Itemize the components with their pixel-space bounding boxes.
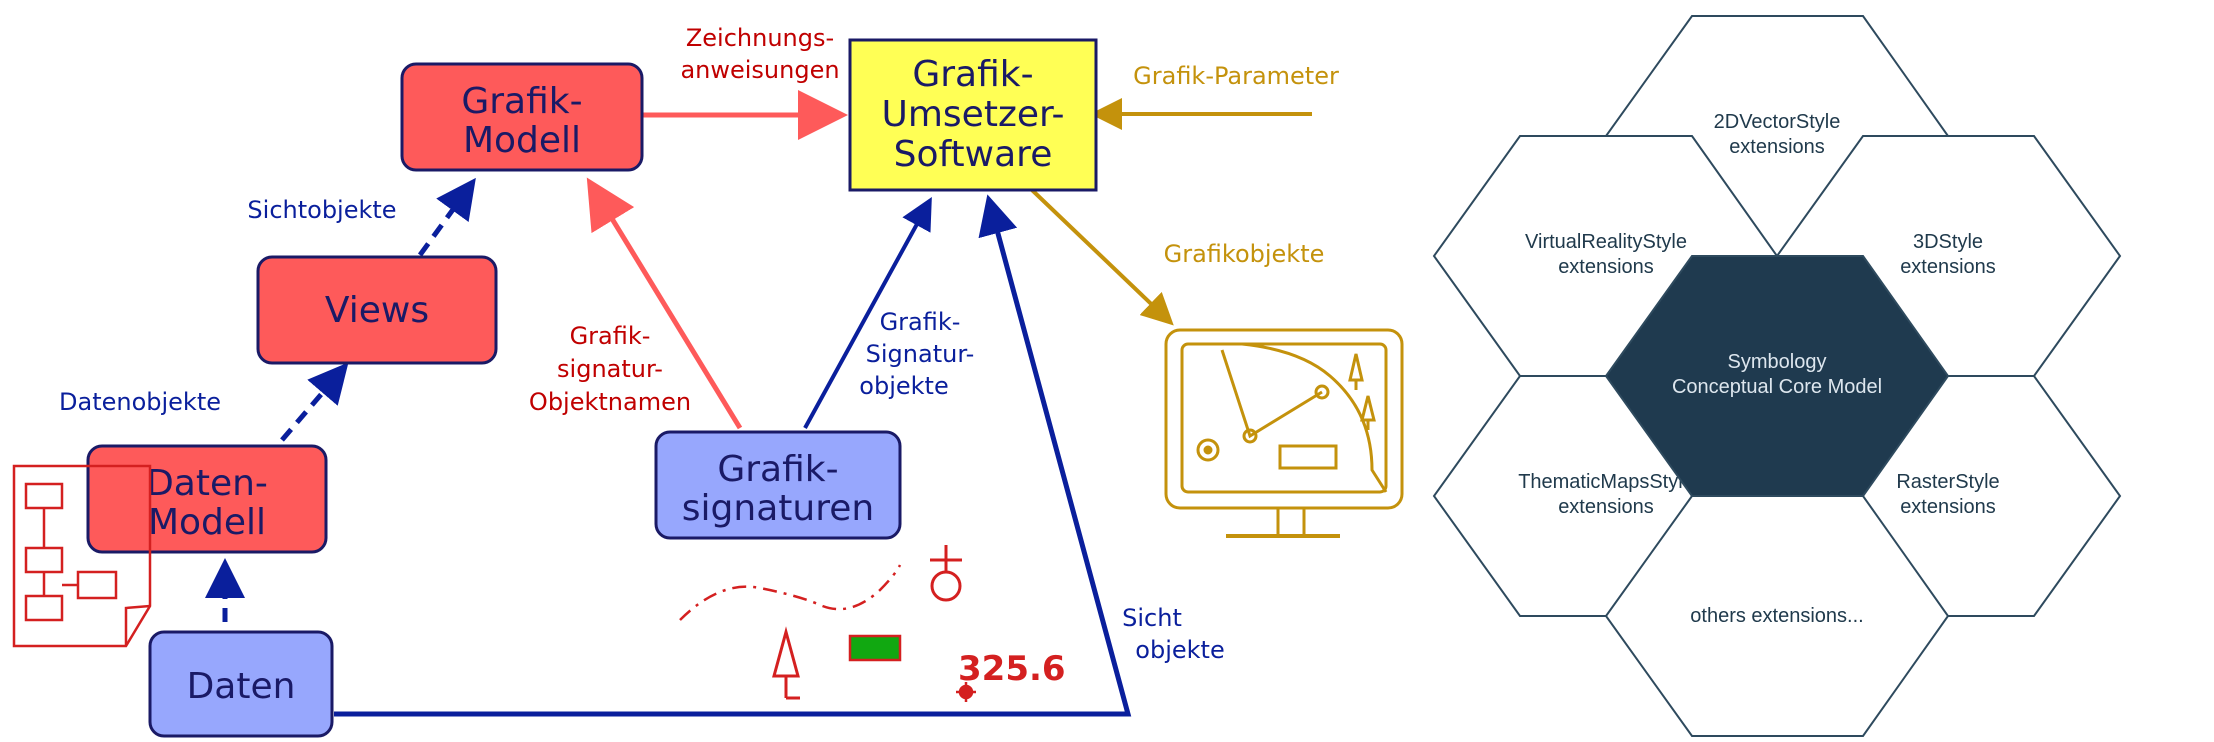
hex-style3d-line1: 3DStyle: [1913, 231, 1983, 253]
data-model-document-icon: [12, 464, 152, 648]
label-signatur-objekte-1: Grafik-: [880, 308, 961, 336]
label-grafik-parameter: Grafik-Parameter: [1133, 62, 1339, 90]
label-sichtobjekte: Sichtobjekte: [247, 196, 396, 224]
signaturen-line2: signaturen: [682, 488, 874, 529]
hex-style3d-line2: extensions: [1900, 256, 1996, 278]
arrow-umsetzer-to-monitor: [1030, 188, 1174, 326]
box-daten-modell: Daten- Modell: [86, 444, 328, 554]
label-zeichnungsanweisungen-1: Zeichnungs-: [686, 24, 834, 52]
signature-samples: 325.6: [679, 545, 1066, 702]
label-sicht-objekte-1: Sicht: [1122, 604, 1182, 632]
dashdot-line-symbol: [679, 564, 902, 621]
box-umsetzer: Grafik- Umsetzer- Software: [848, 38, 1098, 192]
signaturen-line1: Grafik-: [717, 449, 838, 490]
box-grafik-modell: Grafik- Modell: [400, 62, 644, 172]
hex-virtual-reality-line2: extensions: [1558, 256, 1654, 278]
tree-symbol: [772, 626, 800, 700]
hex-thematic-maps-line1: ThematicMapsStyle: [1518, 471, 1694, 493]
grafik-modell-line2: Modell: [463, 120, 581, 161]
sample-value-label: 325.6: [958, 649, 1066, 689]
grafik-modell-line1: Grafik-: [461, 81, 582, 122]
daten-modell-line1: Daten-: [146, 463, 268, 504]
hex-thematic-maps-line2: extensions: [1558, 496, 1654, 518]
label-signatur-objekte-3: objekte: [859, 372, 948, 400]
views-label: Views: [325, 290, 429, 331]
umsetzer-line2: Umsetzer-: [882, 94, 1065, 135]
hex-raster-line2: extensions: [1900, 496, 1996, 518]
monitor-icon: [1164, 328, 1404, 538]
label-signatur-objektnamen-3: Objektnamen: [529, 388, 691, 416]
label-signatur-objektnamen-1: Grafik-: [570, 322, 651, 350]
arrow-datenmodell-to-views: [280, 362, 349, 442]
box-daten: Daten: [148, 630, 334, 738]
label-signatur-objektnamen-2: signatur-: [557, 355, 663, 383]
arrow-views-to-modell: [417, 177, 476, 257]
hex-raster-line1: RasterStyle: [1896, 471, 1999, 493]
umsetzer-line3: Software: [894, 134, 1053, 175]
green-rect-symbol: [848, 634, 902, 662]
umsetzer-line1: Grafik-: [912, 54, 1033, 95]
arrow-signaturen-to-modell: [586, 177, 743, 430]
hex-vector2d-line1: 2DVectorStyle: [1714, 111, 1841, 133]
label-grafikobjekte: Grafikobjekte: [1164, 240, 1325, 268]
label-zeichnungsanweisungen-2: anweisungen: [680, 56, 839, 84]
cross-circle-symbol: [930, 545, 962, 602]
label-signatur-objekte-2: Signatur-: [866, 340, 975, 368]
point-marker-symbol: [956, 682, 976, 702]
arrow-daten-to-umsetzer: [334, 194, 1132, 717]
hex-core-line1: Symbology: [1728, 351, 1827, 373]
hex-core-line2: Conceptual Core Model: [1672, 376, 1882, 398]
box-grafik-signaturen: Grafik- signaturen: [654, 430, 902, 540]
label-sicht-objekte-2: objekte: [1135, 636, 1224, 664]
box-views: Views: [256, 255, 498, 365]
hex-vector2d-line2: extensions: [1729, 136, 1825, 158]
hex-others-label: others extensions...: [1690, 605, 1863, 627]
arrow-signaturen-to-umsetzer: [803, 196, 932, 429]
hex-core: Symbology Conceptual Core Model: [1604, 255, 1950, 497]
daten-label: Daten: [187, 666, 296, 707]
daten-modell-line2: Modell: [148, 502, 266, 543]
hex-virtual-reality-line1: VirtualRealityStyle: [1525, 231, 1687, 253]
label-datenobjekte: Datenobjekte: [59, 388, 221, 416]
